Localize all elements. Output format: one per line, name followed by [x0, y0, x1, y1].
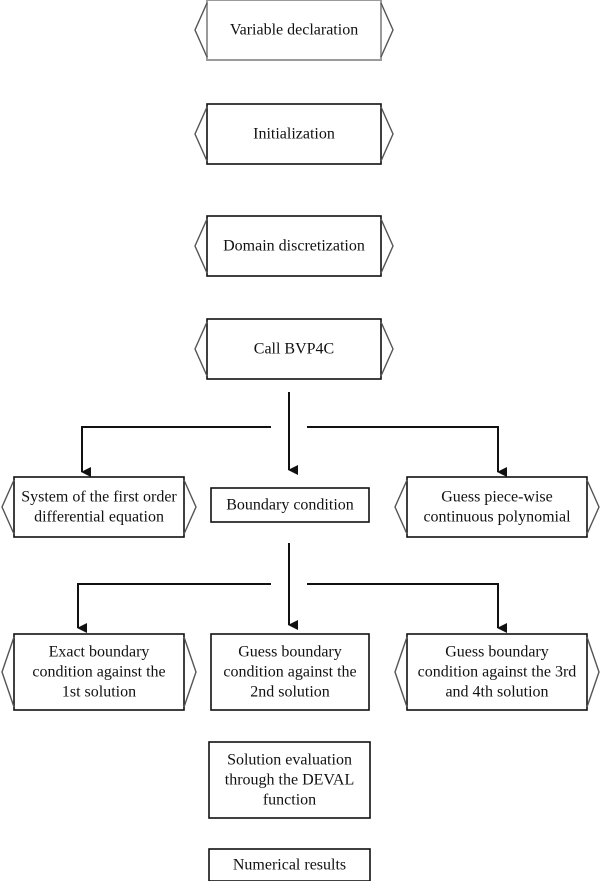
- node-n9: Guess boundary condition against the 2nd s…: [210, 633, 370, 711]
- node-box-n9: [210, 633, 370, 711]
- node-n4: Call BVP4C: [194, 318, 394, 380]
- node-box-n10: [406, 633, 588, 711]
- right-chevron-icon: [380, 2, 394, 58]
- node-n6: Boundary condition: [210, 487, 370, 523]
- edge-n6-to-n10: [307, 583, 507, 633]
- node-box-n7: [406, 476, 588, 538]
- node-label-line: 1st solution: [62, 684, 136, 701]
- node-label-line: Guess piece-wise: [441, 489, 553, 506]
- node-label-line: Numerical results: [233, 857, 346, 874]
- node-box-n12: [208, 848, 371, 881]
- node-label-line: Exact boundary: [49, 644, 150, 661]
- node-label-line: 2nd solution: [250, 684, 330, 701]
- edge-n4-to-n7: [307, 426, 507, 477]
- left-chevron-icon: [194, 321, 208, 377]
- left-chevron-icon: [194, 106, 208, 162]
- node-label-line: Initialization: [253, 126, 335, 143]
- node-label-line: and 4th solution: [445, 684, 548, 701]
- node-label-line: condition against the: [223, 664, 356, 681]
- node-label-line: Call BVP4C: [254, 341, 334, 358]
- right-chevron-icon: [586, 479, 600, 535]
- left-chevron-icon: [394, 479, 408, 535]
- node-n3: Domain discretization: [194, 215, 394, 277]
- node-label-line: condition against the 3rd: [418, 664, 577, 681]
- left-chevron-icon: [1, 479, 15, 535]
- flowchart-edges: [77, 392, 507, 633]
- right-chevron-icon: [380, 321, 394, 377]
- node-label-line: condition against the: [32, 664, 165, 681]
- node-n8: Exact boundary condition against the 1st s…: [1, 633, 197, 711]
- node-label-line: function: [263, 792, 316, 809]
- node-box-n5: [13, 476, 185, 538]
- left-chevron-icon: [194, 2, 208, 58]
- left-chevron-icon: [394, 636, 408, 708]
- node-n1: Variable declaration: [194, 0, 394, 61]
- node-label-line: continuous polynomial: [423, 509, 571, 526]
- node-n12: Numerical results: [208, 848, 371, 881]
- node-label-line: Guess boundary: [445, 644, 549, 661]
- edge-n4-to-n5: [81, 426, 271, 477]
- node-n10: Guess boundary condition against the 3rd a…: [394, 633, 600, 711]
- node-label-line: Solution evaluation: [227, 752, 352, 769]
- right-chevron-icon: [586, 636, 600, 708]
- node-box-n4: [206, 318, 382, 380]
- node-box-n3: [206, 215, 382, 277]
- node-box-n1: [206, 0, 382, 61]
- right-chevron-icon: [183, 636, 197, 708]
- node-label-line: System of the first order: [21, 489, 177, 506]
- left-chevron-icon: [1, 636, 15, 708]
- node-n7: Guess piece-wise continuous polynomial: [394, 476, 600, 538]
- node-n2: Initialization: [194, 103, 394, 165]
- edge-n6-to-n8: [77, 583, 271, 633]
- node-label-line: differential equation: [34, 509, 164, 526]
- left-chevron-icon: [194, 218, 208, 274]
- node-label-line: Variable declaration: [230, 22, 358, 39]
- node-label-line: Domain discretization: [223, 238, 365, 255]
- node-label-line: through the DEVAL: [225, 772, 354, 789]
- right-chevron-icon: [380, 218, 394, 274]
- node-n11: Solution evaluation through the DEVAL func…: [208, 741, 371, 819]
- right-chevron-icon: [380, 106, 394, 162]
- node-box-n2: [206, 103, 382, 165]
- node-box-n6: [210, 487, 370, 523]
- node-box-n8: [13, 633, 185, 711]
- node-label-line: Boundary condition: [226, 497, 354, 514]
- node-n5: System of the first order differential eq…: [1, 476, 197, 538]
- node-box-n11: [208, 741, 371, 819]
- right-chevron-icon: [183, 479, 197, 535]
- node-label-line: Guess boundary: [238, 644, 342, 661]
